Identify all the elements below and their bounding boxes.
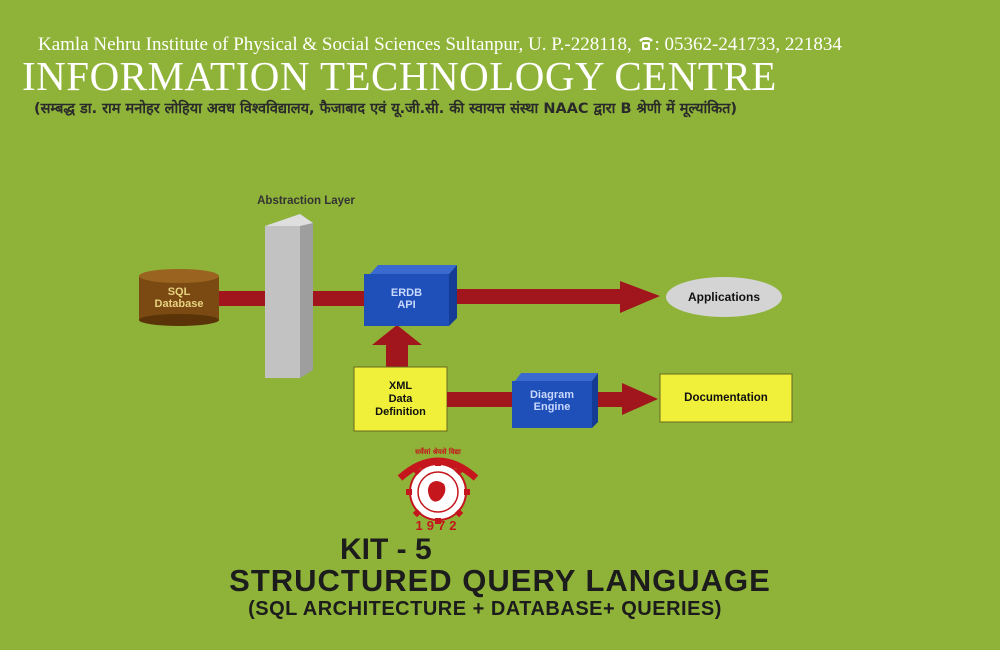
- arrow-erdb-to-applications: [450, 289, 622, 304]
- institute-address-text: Kamla Nehru Institute of Physical & Soci…: [38, 34, 632, 55]
- subject-subtitle: (SQL ARCHITECTURE + DATABASE+ QUERIES): [248, 598, 722, 620]
- erdb-api-label: ERDB API: [364, 287, 449, 311]
- telephone-icon: [637, 34, 655, 58]
- arrowhead-applications: [620, 281, 660, 313]
- diagram-engine-cube: [512, 373, 598, 428]
- erdb-api-line1: ERDB: [390, 287, 423, 299]
- arrowhead-erdb: [372, 325, 422, 345]
- diagram-engine-line1: Diagram: [529, 389, 575, 401]
- logo-motto: सर्वेसां श्रेयसे विद्या: [415, 448, 461, 456]
- xml-line2: Data: [388, 393, 413, 405]
- abstraction-layer-label: Abstraction Layer: [257, 195, 355, 207]
- diagram-engine-label: Diagram Engine: [512, 389, 592, 413]
- sql-database-cylinder: [139, 269, 219, 326]
- arrow-xml-to-erdb: [386, 345, 408, 367]
- arrow-xml-to-diagram-engine: [447, 392, 517, 407]
- documentation-box: [659, 373, 793, 423]
- page-title: INFORMATION TECHNOLOGY CENTRE: [22, 53, 777, 99]
- logo-year: 1972: [415, 518, 461, 533]
- arrowhead-documentation: [622, 383, 658, 415]
- institute-address-line: Kamla Nehru Institute of Physical & Soci…: [38, 34, 842, 58]
- xml-data-definition-label: XML Data Definition: [354, 380, 447, 419]
- erdb-api-cube: [364, 265, 457, 326]
- xml-line1: XML: [388, 380, 413, 392]
- xml-line3: Definition: [375, 406, 426, 418]
- institute-logo: सर्वेसां श्रेयसे विद्या 1972: [378, 448, 498, 534]
- documentation-label: Documentation: [684, 392, 768, 404]
- subject-title: STRUCTURED QUERY LANGUAGE: [229, 563, 771, 598]
- erdb-api-line2: API: [397, 299, 416, 311]
- sql-database-line2: Database: [154, 298, 204, 310]
- sql-database-line1: SQL: [167, 286, 191, 298]
- applications-label: Applications: [687, 290, 760, 304]
- phone-numbers: : 05362-241733, 221834: [654, 34, 842, 55]
- logo-emblem-icon: [397, 457, 479, 524]
- applications-ellipse: [666, 277, 782, 317]
- arrow-diagram-to-documentation: [598, 392, 624, 407]
- sql-database-label: SQL Database: [139, 286, 219, 310]
- affiliation-line: (सम्बद्ध डा. राम मनोहर लोहिया अवध विश्वव…: [34, 101, 738, 117]
- kit-number: KIT - 5: [340, 533, 432, 566]
- diagram-engine-line2: Engine: [533, 401, 571, 413]
- abstraction-layer-pillar: [265, 214, 313, 378]
